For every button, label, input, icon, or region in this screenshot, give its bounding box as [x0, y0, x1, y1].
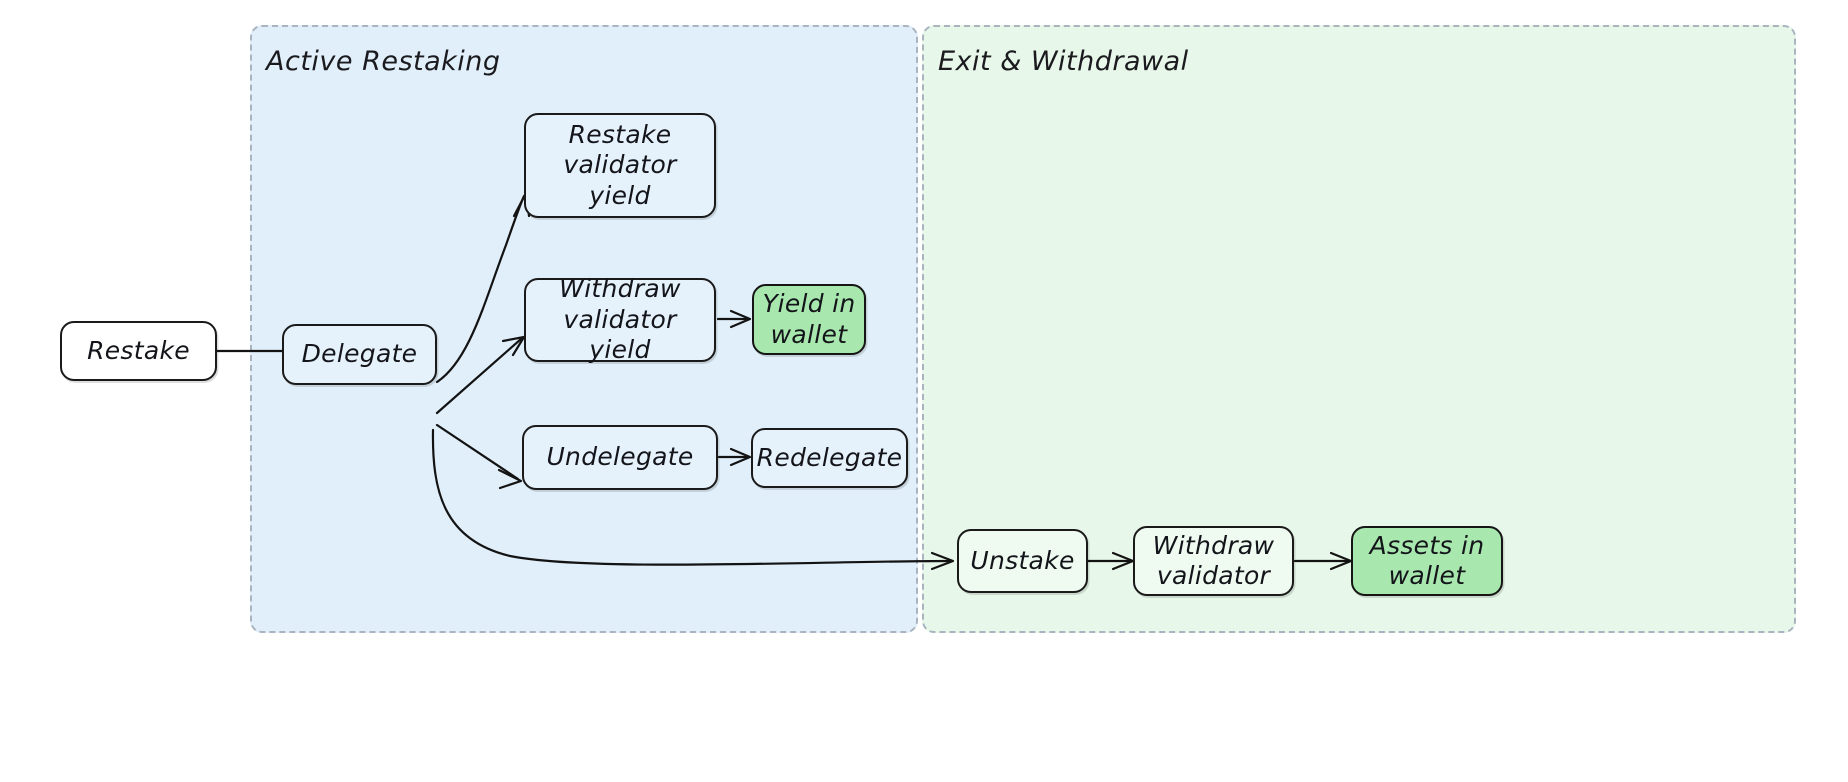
node-assets-in-wallet[interactable]: Assets in wallet [1351, 526, 1503, 596]
node-redelegate-label: Redelegate [756, 442, 903, 472]
node-withdraw-validator-yield-line2: validator yield [563, 304, 677, 365]
node-withdraw-validator-line2: validator [1156, 561, 1271, 590]
node-withdraw-validator-yield-line1: Withdraw [559, 274, 681, 304]
node-unstake-label: Unstake [970, 545, 1075, 575]
node-withdraw-validator-yield[interactable]: Withdraw validator yield [524, 274, 716, 364]
node-undelegate[interactable]: Undelegate [522, 425, 718, 490]
node-yield-in-wallet[interactable]: Yield in wallet [752, 284, 866, 355]
node-delegate-label: Delegate [301, 339, 418, 369]
node-delegate[interactable]: Delegate [282, 324, 437, 385]
subgraph-label-exit-withdrawal: Exit & Withdrawal [938, 46, 1189, 77]
node-yield-in-wallet-line1: Yield in [762, 289, 856, 318]
node-redelegate[interactable]: Redelegate [751, 428, 908, 488]
node-restake-label: Restake [87, 335, 190, 365]
node-yield-in-wallet-line2: wallet [770, 319, 848, 349]
subgraph-label-active-restaking: Active Restaking [266, 46, 501, 77]
node-undelegate-label: Undelegate [546, 442, 694, 472]
node-withdraw-validator-line1: Withdraw [1152, 530, 1275, 560]
node-assets-in-wallet-line1: Assets in [1369, 530, 1485, 560]
node-restake[interactable]: Restake [60, 321, 217, 381]
node-assets-in-wallet-line2: wallet [1388, 561, 1466, 590]
node-restake-validator-yield-line1: Restake [568, 119, 672, 149]
node-restake-validator-yield[interactable]: Restake validator yield [524, 113, 716, 218]
node-restake-validator-yield-line2: validator yield [563, 150, 677, 210]
node-withdraw-validator[interactable]: Withdraw validator [1133, 526, 1294, 596]
node-unstake[interactable]: Unstake [957, 529, 1088, 593]
